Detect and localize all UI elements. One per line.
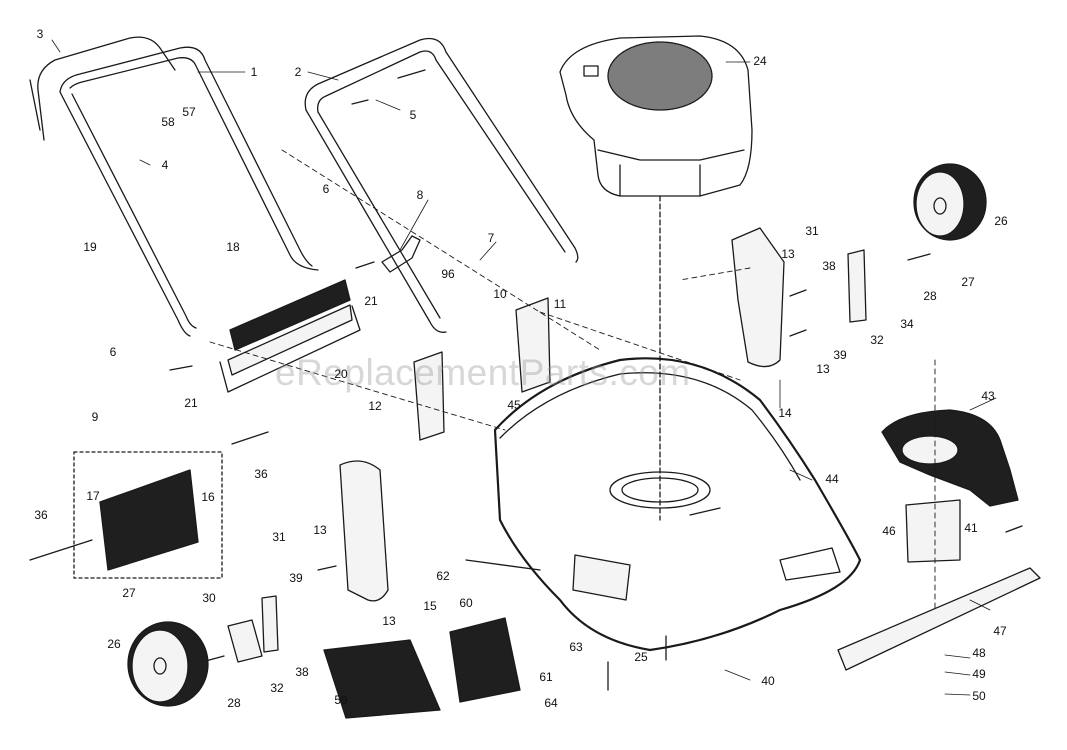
callout-39-left: 39 xyxy=(289,571,303,585)
front-wheel-right xyxy=(913,163,987,241)
callout-45: 45 xyxy=(507,398,521,412)
callout-17: 17 xyxy=(86,489,100,503)
callout-6-lower: 6 xyxy=(109,345,117,359)
callout-26-left: 26 xyxy=(107,637,121,651)
handle-bracket xyxy=(381,235,421,273)
wheel-bracket xyxy=(227,619,263,663)
height-adjuster-left xyxy=(339,460,389,602)
lever-plate-left xyxy=(261,595,279,653)
adapter-hub xyxy=(901,435,959,465)
callout-44: 44 xyxy=(825,472,839,486)
callout-24: 24 xyxy=(753,54,767,68)
discharge-cover xyxy=(449,617,521,703)
height-adjuster-right xyxy=(731,227,785,368)
callout-18: 18 xyxy=(226,240,240,254)
callout-64: 64 xyxy=(544,696,558,710)
baffle-12 xyxy=(413,351,445,441)
callout-59: 59 xyxy=(334,693,348,707)
callout-6-upper: 6 xyxy=(322,182,330,196)
callout-11: 11 xyxy=(553,297,567,311)
callout-28-right: 28 xyxy=(923,289,937,303)
callout-25: 25 xyxy=(634,650,648,664)
callout-10: 10 xyxy=(493,287,507,301)
lower-handle xyxy=(304,37,579,333)
callout-62: 62 xyxy=(436,569,450,583)
callout-9: 9 xyxy=(91,410,99,424)
callout-30: 30 xyxy=(202,591,216,605)
callout-57: 57 xyxy=(182,105,196,119)
callout-28-left: 28 xyxy=(227,696,241,710)
callout-12: 12 xyxy=(368,399,382,413)
callout-27-left: 27 xyxy=(122,586,136,600)
side-discharge-chute xyxy=(323,639,441,719)
callout-2: 2 xyxy=(294,65,302,79)
mower-blade xyxy=(837,567,1041,671)
callout-13-a: 13 xyxy=(781,247,795,261)
rear-wheel-left xyxy=(127,621,209,707)
watermark-text: eReplacementParts.com xyxy=(275,352,691,393)
callout-38-left: 38 xyxy=(295,665,309,679)
callout-13-d: 13 xyxy=(382,614,396,628)
callout-7: 7 xyxy=(487,231,495,245)
callout-38-right: 38 xyxy=(822,259,836,273)
callout-46: 46 xyxy=(882,524,896,538)
mower-deck xyxy=(493,357,862,652)
lever-plate-right xyxy=(847,249,867,323)
callout-63: 63 xyxy=(569,640,583,654)
callout-36-right: 36 xyxy=(254,467,268,481)
callout-39-right: 39 xyxy=(833,348,847,362)
callout-34: 34 xyxy=(900,317,914,331)
callout-36-left: 36 xyxy=(34,508,48,522)
baffle-11 xyxy=(515,297,551,393)
bolts xyxy=(29,69,1023,691)
callout-21-upper: 21 xyxy=(364,294,378,308)
callout-31-right: 31 xyxy=(805,224,819,238)
callout-14: 14 xyxy=(778,406,792,420)
callout-15: 15 xyxy=(423,599,437,613)
mulch-plug xyxy=(73,451,223,579)
callout-40: 40 xyxy=(761,674,775,688)
callout-26-right: 26 xyxy=(994,214,1008,228)
blade-spacer xyxy=(905,499,961,563)
callout-48: 48 xyxy=(972,646,986,660)
callout-20: 20 xyxy=(334,367,348,381)
upper-handle xyxy=(29,36,319,337)
callout-13-c: 13 xyxy=(313,523,327,537)
callout-61: 61 xyxy=(539,670,553,684)
rear-flap xyxy=(219,279,361,393)
callout-50: 50 xyxy=(972,689,986,703)
assembly-lines xyxy=(209,149,936,611)
callout-41: 41 xyxy=(964,521,978,535)
callout-1: 1 xyxy=(250,65,258,79)
callout-32-right: 32 xyxy=(870,333,884,347)
callout-13-b: 13 xyxy=(816,362,830,376)
callout-3: 3 xyxy=(36,27,44,41)
callout-4: 4 xyxy=(161,158,169,172)
callout-19: 19 xyxy=(83,240,97,254)
callout-43: 43 xyxy=(981,389,995,403)
callout-60: 60 xyxy=(459,596,473,610)
callout-8: 8 xyxy=(416,188,424,202)
callout-21-lower: 21 xyxy=(184,396,198,410)
callout-96: 96 xyxy=(441,267,455,281)
callout-27-right: 27 xyxy=(961,275,975,289)
callout-49: 49 xyxy=(972,667,986,681)
callout-58: 58 xyxy=(161,115,175,129)
callout-32-left: 32 xyxy=(270,681,284,695)
engine xyxy=(559,35,753,197)
callout-31-left: 31 xyxy=(272,530,286,544)
callout-5: 5 xyxy=(409,108,417,122)
leader-lines xyxy=(51,39,997,696)
callout-16: 16 xyxy=(201,490,215,504)
callout-47: 47 xyxy=(993,624,1007,638)
